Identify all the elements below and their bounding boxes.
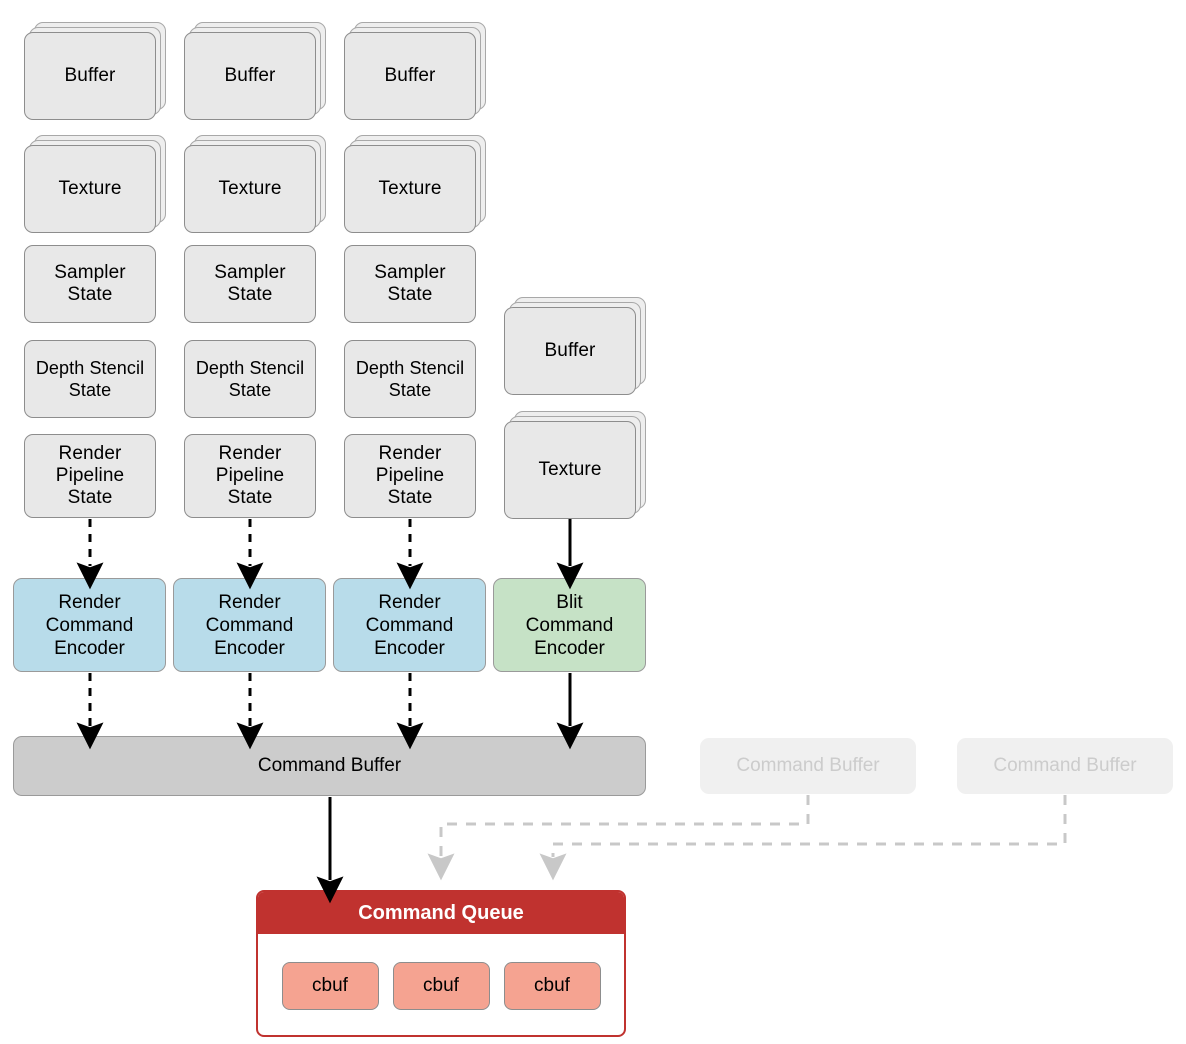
command-buffer-active[interactable]: Command Buffer (13, 736, 646, 796)
resource-card-sampler-state-col2[interactable]: Sampler State (184, 245, 316, 323)
resource-card-sampler-state-col1[interactable]: Sampler State (24, 245, 156, 323)
resource-card-texture-col1[interactable]: Texture (24, 135, 166, 235)
card-label: Depth Stencil State (195, 358, 305, 400)
card-label: Texture (378, 178, 442, 199)
command-buffer-label: Command Buffer (993, 755, 1137, 776)
card-label: Sampler State (214, 262, 286, 305)
arrow-ghost-buffer-1-to-queue (427, 795, 810, 881)
card-label: Buffer (544, 340, 596, 361)
command-buffer-label: Command Buffer (736, 755, 880, 776)
encoder-label: Render Command Encoder (45, 591, 134, 659)
card-front[interactable]: Buffer (184, 32, 316, 120)
command-queue-title: Command Queue (358, 901, 524, 924)
card-label: Depth Stencil State (35, 358, 145, 400)
card-front[interactable]: Buffer (344, 32, 476, 120)
resource-card-depth-stencil-state-col1[interactable]: Depth Stencil State (24, 340, 156, 418)
resource-card-buffer-col3[interactable]: Buffer (344, 22, 486, 122)
card-label: Buffer (384, 65, 436, 86)
resource-card-depth-stencil-state-col2[interactable]: Depth Stencil State (184, 340, 316, 418)
card-label: Sampler State (374, 262, 446, 305)
card-front[interactable]: Texture (504, 421, 636, 519)
command-buffer-ghost-2[interactable]: Command Buffer (957, 738, 1173, 794)
resource-card-buffer-col2[interactable]: Buffer (184, 22, 326, 122)
card-label: Texture (218, 178, 282, 199)
queue-item-label: cbuf (312, 974, 348, 996)
command-queue[interactable]: Command Queue cbuf cbuf cbuf (256, 890, 626, 1037)
resource-card-depth-stencil-state-col3[interactable]: Depth Stencil State (344, 340, 476, 418)
encoder-blit-command-encoder[interactable]: Blit Command Encoder (493, 578, 646, 672)
command-queue-header: Command Queue (258, 892, 624, 934)
encoder-render-command-encoder-2[interactable]: Render Command Encoder (173, 578, 326, 672)
resource-card-render-pipeline-state-col3[interactable]: Render Pipeline State (344, 434, 476, 518)
card-front[interactable]: Buffer (24, 32, 156, 120)
queue-item-cbuf-1[interactable]: cbuf (281, 961, 379, 1010)
command-buffer-label: Command Buffer (257, 755, 402, 776)
card-label: Texture (538, 459, 602, 480)
card-label: Render Pipeline State (55, 443, 125, 508)
queue-item-label: cbuf (534, 974, 570, 996)
card-label: Sampler State (54, 262, 126, 305)
card-label: Buffer (64, 65, 116, 86)
command-queue-body: cbuf cbuf cbuf (258, 934, 624, 1035)
resource-card-texture-col4[interactable]: Texture (504, 411, 646, 521)
card-label: Depth Stencil State (355, 358, 465, 400)
resource-card-buffer-col1[interactable]: Buffer (24, 22, 166, 122)
resource-card-render-pipeline-state-col2[interactable]: Render Pipeline State (184, 434, 316, 518)
encoder-label: Blit Command Encoder (525, 591, 614, 659)
card-label: Render Pipeline State (215, 443, 285, 508)
card-label: Render Pipeline State (375, 443, 445, 508)
arrow-ghost-buffer-2-to-queue (539, 795, 1067, 881)
command-buffer-ghost-1[interactable]: Command Buffer (700, 738, 916, 794)
encoder-label: Render Command Encoder (205, 591, 294, 659)
card-front[interactable]: Texture (344, 145, 476, 233)
card-front[interactable]: Texture (184, 145, 316, 233)
resource-card-sampler-state-col3[interactable]: Sampler State (344, 245, 476, 323)
resource-card-texture-col2[interactable]: Texture (184, 135, 326, 235)
queue-item-cbuf-2[interactable]: cbuf (392, 961, 490, 1010)
encoder-render-command-encoder-3[interactable]: Render Command Encoder (333, 578, 486, 672)
card-label: Buffer (224, 65, 276, 86)
queue-item-cbuf-3[interactable]: cbuf (503, 961, 601, 1010)
resource-card-texture-col3[interactable]: Texture (344, 135, 486, 235)
card-front[interactable]: Texture (24, 145, 156, 233)
card-label: Texture (58, 178, 122, 199)
encoder-label: Render Command Encoder (365, 591, 454, 659)
resource-card-buffer-col4[interactable]: Buffer (504, 297, 646, 397)
encoder-render-command-encoder-1[interactable]: Render Command Encoder (13, 578, 166, 672)
queue-item-label: cbuf (423, 974, 459, 996)
card-front[interactable]: Buffer (504, 307, 636, 395)
resource-card-render-pipeline-state-col1[interactable]: Render Pipeline State (24, 434, 156, 518)
